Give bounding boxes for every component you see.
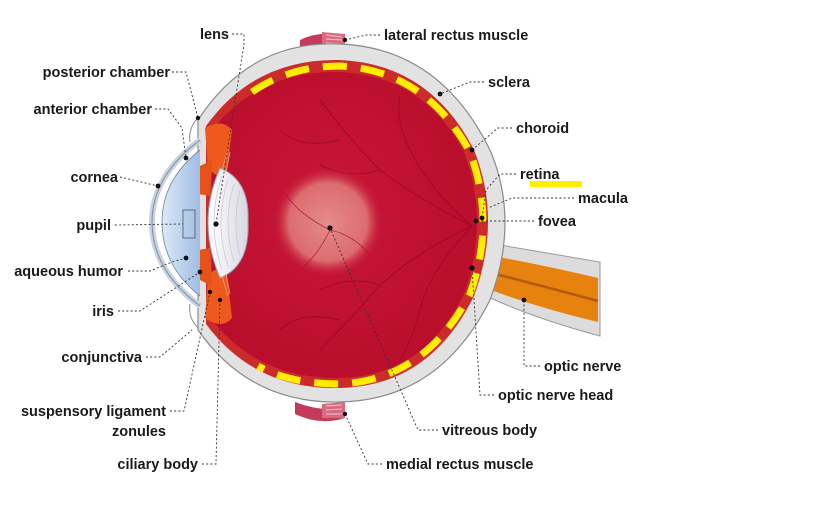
- label-zonules: zonules: [112, 424, 166, 440]
- label-optic-nerve: optic nerve: [544, 359, 621, 375]
- label-conjunctiva: conjunctiva: [61, 350, 143, 366]
- label-medial-rectus-muscle: medial rectus muscle: [386, 457, 534, 473]
- label-ciliary-body: ciliary body: [117, 457, 198, 473]
- medial-rectus-muscle: [295, 402, 345, 422]
- label-iris: iris: [92, 304, 114, 320]
- label-lens: lens: [200, 27, 229, 43]
- macula-region: [272, 166, 384, 278]
- retina-highlight: [250, 62, 487, 388]
- label-suspensory-ligament: suspensory ligament: [21, 404, 166, 420]
- optic-nerve: [470, 252, 598, 322]
- label-choroid: choroid: [516, 121, 569, 137]
- label-aqueous-humor: aqueous humor: [14, 264, 123, 280]
- label-vitreous-body: vitreous body: [442, 423, 537, 439]
- label-lateral-rectus-muscle: lateral rectus muscle: [384, 28, 528, 44]
- anterior-chamber: [162, 150, 200, 296]
- label-macula: macula: [578, 191, 629, 207]
- ciliary-body-lower: [205, 266, 232, 324]
- label-pupil: pupil: [76, 218, 111, 234]
- leader-dots: [155, 37, 527, 417]
- label-fovea: fovea: [538, 214, 577, 230]
- label-optic-nerve-head: optic nerve head: [498, 388, 613, 404]
- retina-label-highlight: [530, 181, 582, 187]
- label-anterior-chamber: anterior chamber: [34, 102, 153, 118]
- label-posterior-chamber: posterior chamber: [43, 65, 171, 81]
- label-sclera: sclera: [488, 75, 531, 91]
- leader-lines: [114, 33, 574, 465]
- label-cornea: cornea: [70, 170, 118, 186]
- label-retina: retina: [520, 167, 560, 183]
